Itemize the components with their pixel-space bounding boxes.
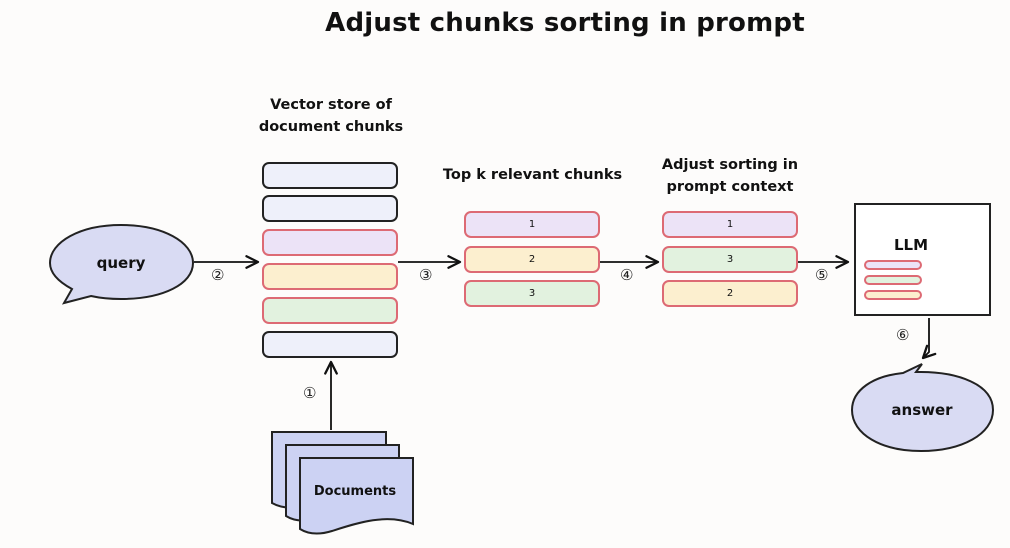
llm-context-chunk [864,275,922,285]
sorted-chunk-3: 2 [662,280,798,307]
llm-context-chunk [864,290,922,300]
answer-text: answer [891,401,953,419]
store-chunk [262,162,398,189]
sorted-chunk-2: 3 [662,246,798,273]
store-chunk [262,331,398,358]
topk-chunk-3: 3 [464,280,600,307]
step-3-label: ③ [419,266,433,284]
documents-stack [271,431,414,535]
arrow-llm-to-answer [921,318,937,360]
store-chunk [262,229,398,256]
diagram-title: Adjust chunks sorting in prompt [325,8,805,38]
top-k-label: Top k relevant chunks [442,167,623,183]
store-chunk [262,263,398,290]
sorted-chunk-1: 1 [662,211,798,238]
topk-chunk-1: 1 [464,211,600,238]
documents-text: Documents [313,484,397,499]
query-text: query [96,254,146,272]
step-2-label: ② [211,266,225,284]
query-bubble [48,223,195,305]
step-4-label: ④ [620,266,634,284]
llm-context-chunk [864,260,922,270]
topk-chunk-2: 2 [464,246,600,273]
vector-store-label: Vector store of document chunks [258,97,404,135]
adjust-sorting-label: Adjust sorting in prompt context [661,157,799,195]
step-1-label: ① [303,384,317,402]
store-chunk [262,297,398,324]
store-chunk [262,195,398,222]
step-6-label: ⑥ [896,326,910,344]
answer-bubble [850,363,995,453]
llm-label: LLM [894,236,929,254]
step-5-label: ⑤ [815,266,829,284]
